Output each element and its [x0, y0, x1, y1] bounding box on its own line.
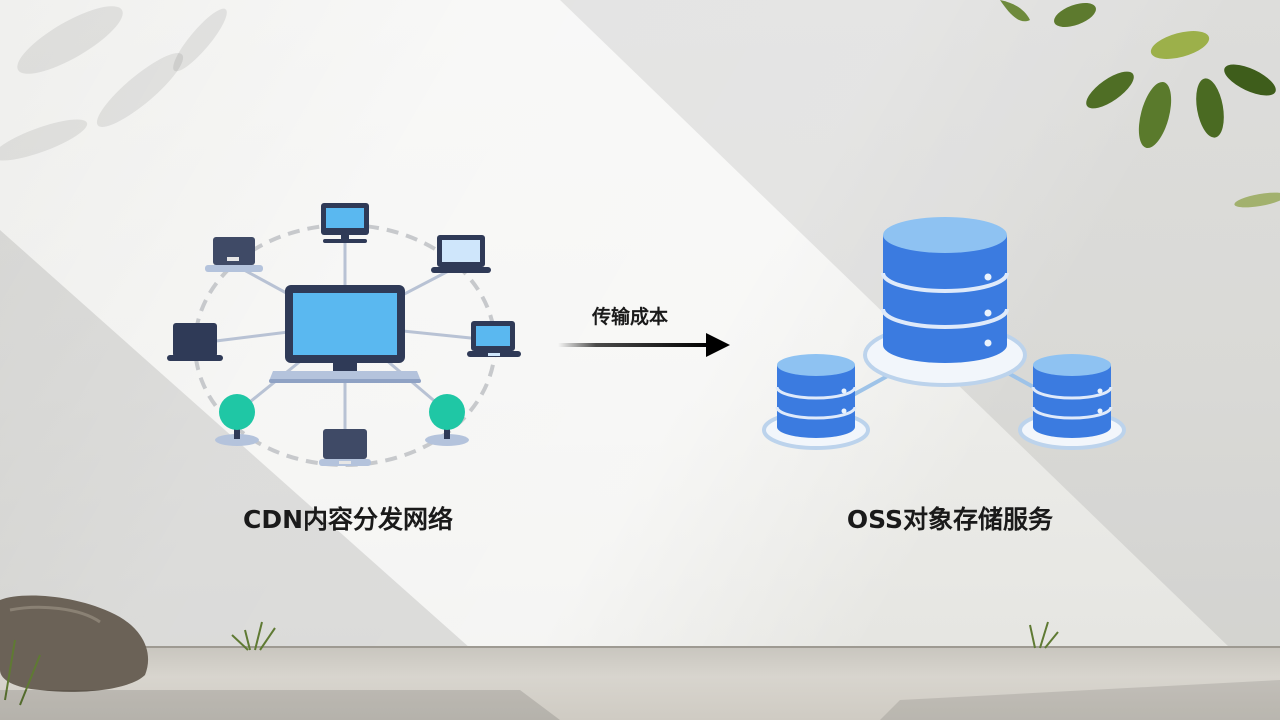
leaf-shadow: [0, 6, 227, 161]
arrow-label: 传输成本: [591, 306, 668, 328]
network-node-icon: [425, 394, 469, 446]
database-icon: [881, 217, 1009, 363]
monitor-icon: [319, 429, 371, 466]
laptop-icon: [205, 237, 263, 272]
central-laptop-icon: [269, 285, 421, 383]
laptop-icon: [467, 321, 521, 357]
network-node-icon: [215, 394, 259, 446]
cdn-label: CDN内容分发网络: [242, 505, 454, 534]
laptop-icon: [167, 323, 223, 361]
rock: [0, 595, 149, 692]
oss-label: OSS对象存储服务: [846, 505, 1054, 534]
laptop-icon: [431, 235, 491, 273]
grass: [4, 621, 1059, 706]
floor-edge: [0, 646, 1280, 649]
database-cluster-icon: [762, 217, 1126, 450]
cdn-network-icon: [167, 203, 521, 467]
arrow-right-icon: [558, 333, 730, 357]
plant-leaves: [1000, 0, 1280, 208]
database-icon: [775, 354, 857, 438]
monitor-icon: [321, 203, 369, 243]
database-icon: [1031, 354, 1113, 438]
floor: [0, 648, 1280, 720]
